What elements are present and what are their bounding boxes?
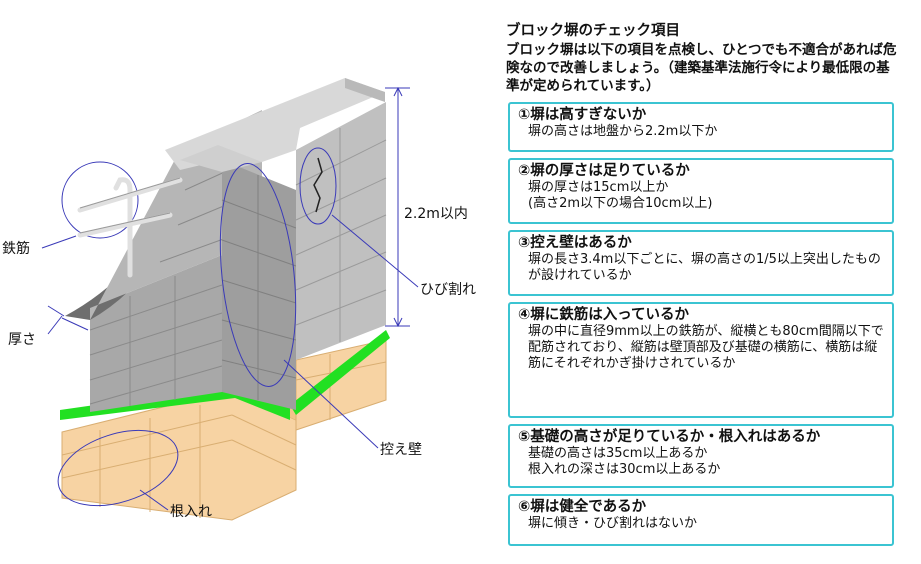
check-item-heading: ⑥塀は健全であるか [518,499,647,515]
thickness-dimension [47,305,89,331]
checklist-panel: ブロック塀のチェック項目 ブロック塀は以下の項目を点検し、ひとつでも不適合があれ… [506,22,898,546]
check-item-heading: ③控え壁はあるか [518,235,632,251]
check-item-4: ④塀に鉄筋は入っているか 塀の中に直径9mm以上の鉄筋が、縦横とも80cm間隔以… [508,302,894,418]
rebar-inset [61,161,183,278]
check-item-heading: ①塀は高すぎないか [518,107,647,123]
rebar-label: 鉄筋 [2,240,30,257]
check-item-body: 塀の高さは地盤から2.2m以下か [528,124,718,139]
callouts [41,147,419,511]
check-item-heading: ⑤基礎の高さが足りているか・根入れはあるか [518,429,821,445]
check-item-heading: ④塀に鉄筋は入っているか [518,307,690,323]
check-item-heading: ②塀の厚さは足りているか [518,163,690,179]
panel-intro: ブロック塀は以下の項目を点検し、ひとつでも不適合があれば危険なので改善しましょう… [506,42,897,94]
check-item-body: 塀の中に直径9mm以上の鉄筋が、縦横とも80cm間隔以下で配筋されており、縦筋は… [528,324,884,371]
check-item-body: 塀の長さ3.4m以下ごとに、塀の高さの1/5以上突出したものが設けれているか [528,252,881,283]
height-label: 2.2m以内 [404,206,468,222]
foundation [61,339,387,521]
height-dimension [385,86,410,328]
check-item-body: 基礎の高さは35cm以上あるか 根入れの深さは30cm以上あるか [528,446,721,477]
check-item-6: ⑥塀は健全であるか 塀に傾き・ひび割れはないか [508,494,894,546]
panel-title: ブロック塀のチェック項目 [506,23,680,39]
crack-label: ひび割れ [420,281,476,298]
embedment-label: 根入れ [170,504,212,520]
block-wall [65,78,387,412]
thickness-label: 厚さ [8,332,36,348]
block-wall-diagram: 鉄筋 厚さ 2.2m以内 ひび割れ 控え壁 根入れ [2,78,476,521]
buttress-label: 控え壁 [380,442,422,458]
check-item-3: ③控え壁はあるか 塀の長さ3.4m以下ごとに、塀の高さの1/5以上突出したものが… [508,230,894,296]
check-item-body: 塀の厚さは15cm以上か (高さ2m以下の場合10cm以上) [528,180,713,211]
check-item-2: ②塀の厚さは足りているか 塀の厚さは15cm以上か (高さ2m以下の場合10cm… [508,158,894,224]
check-item-body: 塀に傾き・ひび割れはないか [528,516,698,531]
check-item-1: ①塀は高すぎないか 塀の高さは地盤から2.2m以下か [508,102,894,152]
check-item-5: ⑤基礎の高さが足りているか・根入れはあるか 基礎の高さは35cm以上あるか 根入… [508,424,894,488]
